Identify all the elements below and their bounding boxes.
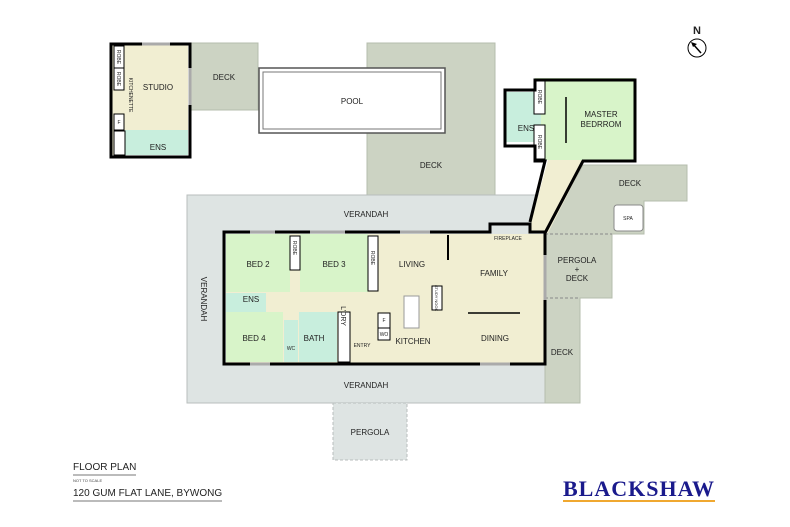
label-deck: DECK — [213, 73, 236, 82]
label-robe: ROBE — [115, 72, 121, 87]
label-ens: ENS — [243, 295, 259, 304]
label-deck: DECK — [566, 274, 589, 283]
label-robe: ROBE — [369, 251, 375, 266]
spa — [613, 204, 644, 232]
label-dining: DINING — [481, 334, 509, 343]
label-living: LIVING — [399, 260, 425, 269]
label-pergola: PERGOLA — [351, 428, 390, 437]
master-bedroom — [535, 78, 635, 160]
label-deck: DECK — [551, 348, 574, 357]
studio-deck — [189, 42, 259, 111]
bed-3 — [300, 234, 368, 292]
ensuite — [226, 293, 266, 312]
studio-ensuite — [125, 130, 188, 155]
label-bed-3: BED 3 — [322, 260, 346, 269]
plan-title: FLOOR PLAN — [73, 462, 137, 476]
label-verandah: VERANDAH — [344, 210, 389, 219]
bed-4 — [226, 312, 283, 362]
label-pergola: PERGOLA — [558, 256, 597, 265]
label-f: F — [382, 318, 385, 324]
label-wc: WC — [287, 346, 296, 352]
label-entry: ENTRY — [354, 343, 372, 349]
bed-2 — [226, 234, 290, 292]
robe — [113, 67, 125, 91]
robe — [533, 124, 546, 160]
north-label: N — [693, 25, 701, 37]
pergola-south — [332, 402, 408, 461]
label-bath: BATH — [304, 334, 325, 343]
label-robe: ROBE — [536, 135, 542, 150]
label-family: FAMILY — [480, 269, 509, 278]
label-spa: SPA — [623, 216, 633, 222]
label-kitchen: KITCHEN — [395, 337, 430, 346]
label-laundry: L'DRY — [339, 306, 346, 326]
label-study-nook: STUDY NOOK — [434, 285, 439, 312]
label-master: MASTER — [584, 110, 618, 119]
label-verandah: VERANDAH — [344, 381, 389, 390]
label-robe: ROBE — [115, 50, 121, 65]
label-bed-2: BED 2 — [246, 260, 270, 269]
master-hall — [528, 160, 585, 233]
label-robe: ROBE — [291, 241, 297, 256]
label-deck: DECK — [619, 179, 642, 188]
label-pool: POOL — [341, 97, 364, 106]
robe — [289, 235, 301, 271]
label-verandah: VERANDAH — [199, 277, 208, 322]
label-studio: STUDIO — [143, 83, 173, 92]
label-bedroom: BEDRROM — [581, 120, 622, 129]
wc — [284, 320, 298, 362]
label-fireplace: FIREPLACE — [494, 236, 522, 242]
fridge — [113, 113, 125, 131]
walk-in-pantry — [377, 327, 391, 341]
label-robe: ROBE — [536, 90, 542, 105]
robe — [367, 235, 379, 292]
north-arrow-icon — [687, 38, 707, 58]
label-wo: WO — [380, 332, 389, 338]
label-studio-ens: ENS — [150, 143, 166, 152]
pool — [258, 67, 446, 134]
laundry — [337, 311, 351, 363]
label-kitchenette: KITCHENETTE — [127, 78, 133, 113]
label-bed-4: BED 4 — [242, 334, 266, 343]
shower — [113, 130, 126, 156]
label-master-ens: ENS — [518, 124, 534, 133]
east-deck — [544, 164, 688, 404]
address: 120 GUM FLAT LANE, BYWONG — [73, 488, 223, 502]
label-plus: + — [575, 265, 580, 274]
brand-logo: BLACKSHAW — [563, 476, 716, 502]
house-walls — [222, 222, 547, 366]
pool-edge — [262, 71, 442, 130]
study-nook — [431, 285, 443, 311]
bathroom — [299, 312, 337, 362]
label-deck: DECK — [420, 161, 443, 170]
kitchen-island — [403, 295, 420, 329]
scale-note: NOT TO SCALE — [73, 478, 103, 483]
label-f: F — [117, 120, 120, 126]
